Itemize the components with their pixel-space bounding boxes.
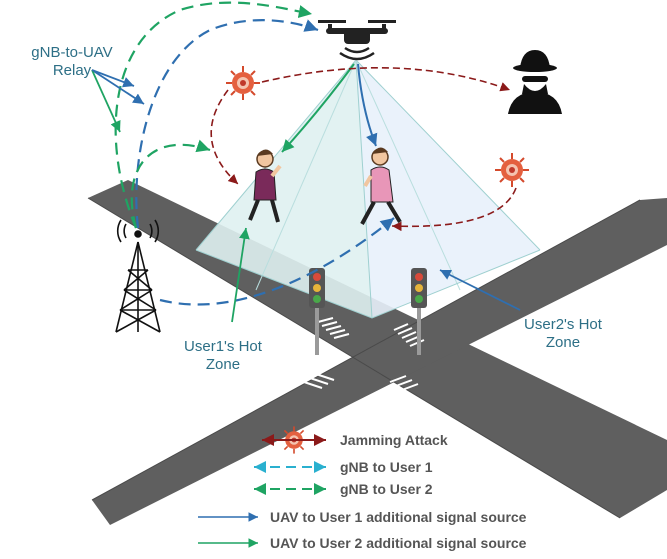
road-ne-sw (92, 198, 667, 525)
traffic-light-icon (411, 268, 427, 355)
jamming-link-to-hacker (261, 66, 511, 92)
uav-to-user2-link (281, 63, 355, 153)
legend-symbols (198, 434, 326, 548)
user2-zone-label-line2: Zone (545, 334, 581, 351)
jamming-link-to-user1 (210, 89, 239, 185)
relay-link-blue-2 (159, 217, 395, 306)
uav-coverage-cone (195, 59, 541, 319)
legend-uav-user2-label: UAV to User 2 additional signal source (270, 535, 527, 551)
relay-link-green-2 (130, 139, 211, 229)
relay-pointer-2 (91, 69, 121, 133)
user2-zone-pointer (439, 269, 521, 311)
jammer-virus-icon (494, 152, 530, 188)
uav-to-user1-link (357, 63, 378, 147)
user1-zone-label-line1: User1's Hot (184, 338, 262, 355)
legend-gnb-user1-label: gNB to User 1 (340, 459, 433, 475)
jamming-link-to-user2 (391, 187, 517, 232)
user1-zone-pointer (231, 227, 250, 323)
gnb-tower-icon (115, 219, 161, 333)
relay-pointer-3 (91, 69, 135, 88)
legend-uav-user1-label: UAV to User 1 additional signal source (270, 509, 527, 525)
user2-zone-label-line1: User2's Hot (524, 316, 602, 333)
hacker-icon (508, 50, 562, 114)
relay-pointer-1 (91, 69, 145, 105)
relay-label-line2: Relay (52, 62, 92, 79)
zebra-crossing-west (293, 339, 329, 357)
zebra-crossing-north (317, 317, 350, 339)
relay-label: gNB-to-UAV Relay (12, 44, 132, 80)
zebra-crossing-south (303, 373, 419, 391)
relay-label-line1: gNB-to-UAV (31, 44, 113, 61)
drone-icon (318, 20, 396, 61)
user1-zone-label-line2: Zone (205, 356, 241, 373)
user2-hot-zone (356, 60, 540, 318)
traffic-light-icon (309, 268, 325, 355)
pedestrian-icon (360, 147, 402, 225)
jammer-virus-icon (225, 65, 261, 101)
user2-zone-label: User2's Hot Zone (508, 316, 618, 352)
user1-zone-label: User1's Hot Zone (168, 338, 278, 374)
legend-gnb-user2-label: gNB to User 2 (340, 481, 433, 497)
legend-jamming-label: Jamming Attack (340, 432, 448, 448)
pedestrian-icon (248, 149, 282, 223)
